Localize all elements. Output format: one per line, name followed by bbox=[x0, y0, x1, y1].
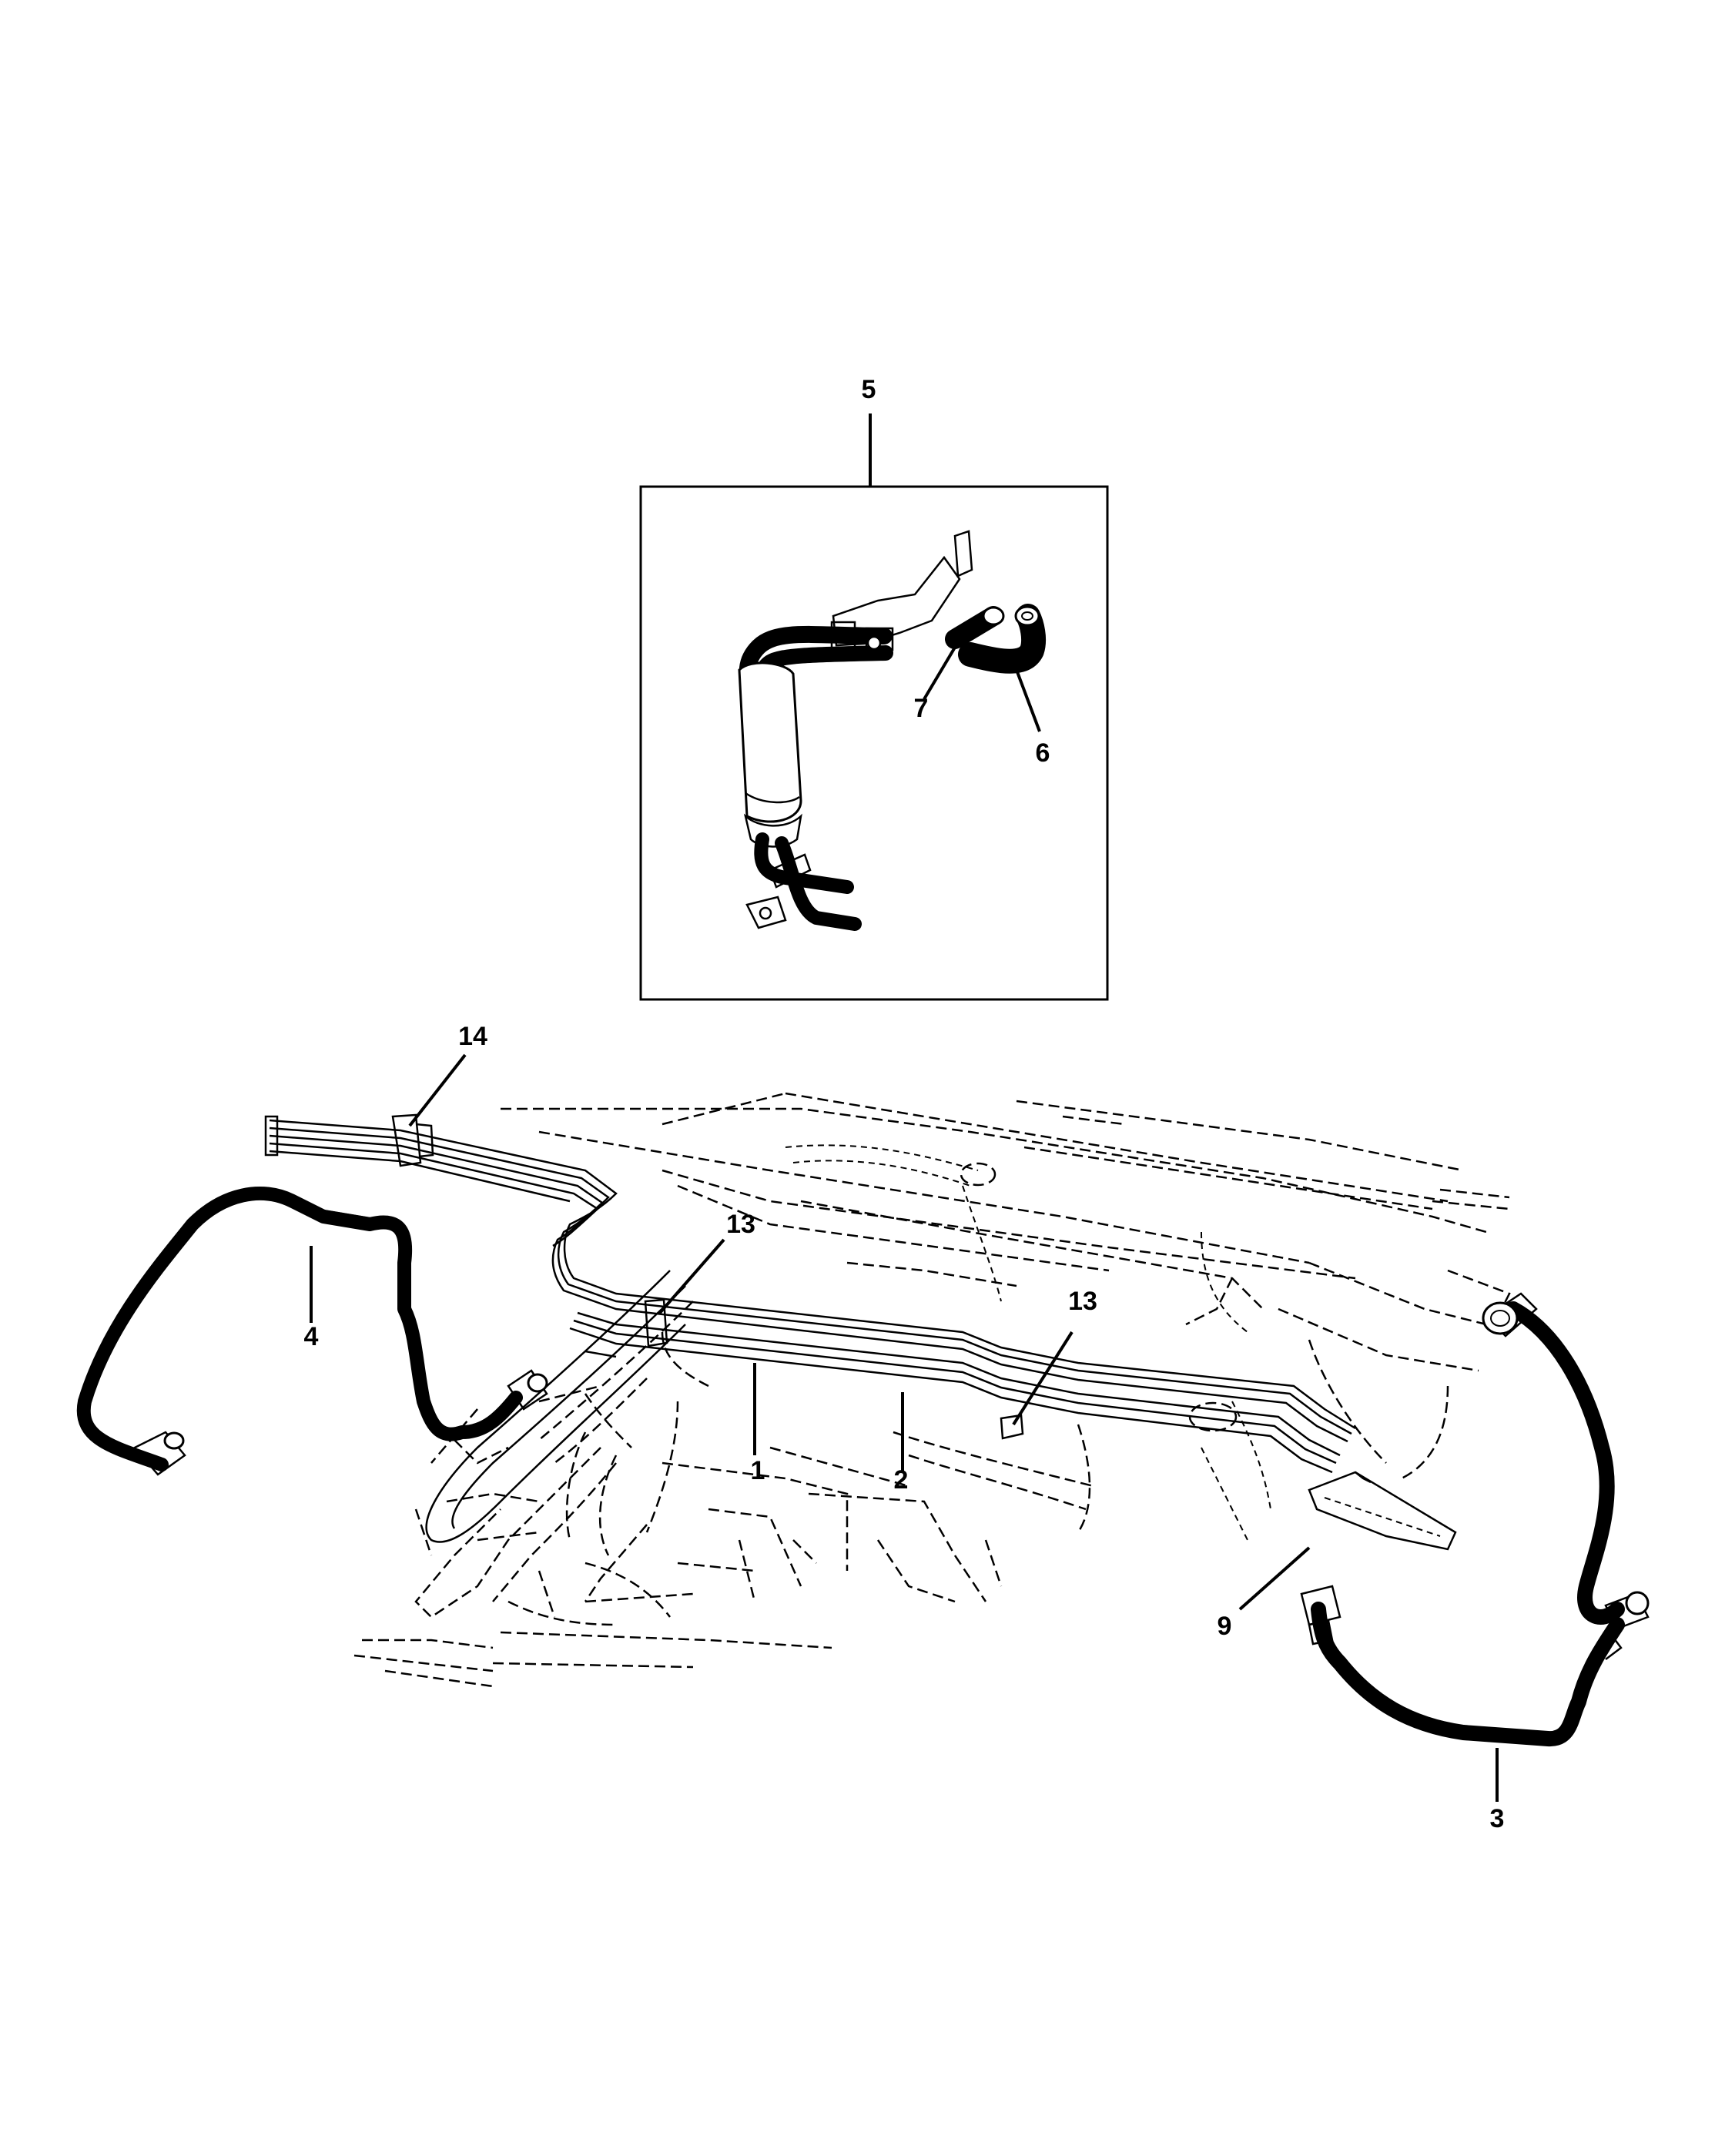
detail-inset bbox=[639, 413, 1109, 1001]
fuel-tube-3 bbox=[1300, 1292, 1650, 1746]
callout-6: 6 bbox=[1036, 738, 1050, 768]
leader-7 bbox=[923, 641, 960, 701]
callout-13-left: 13 bbox=[726, 1210, 755, 1239]
inset-frame bbox=[639, 485, 1109, 1001]
callout-7: 7 bbox=[914, 694, 929, 723]
bracket-9 bbox=[1308, 1471, 1457, 1551]
callout-3: 3 bbox=[1490, 1804, 1505, 1833]
leader-13-right bbox=[1012, 1331, 1074, 1426]
callout-2: 2 bbox=[894, 1465, 909, 1495]
leader-9 bbox=[1238, 1546, 1311, 1611]
fuel-tube-bundle bbox=[264, 1113, 1457, 1551]
leader-13-left bbox=[658, 1238, 725, 1315]
clip-13-right bbox=[1000, 1414, 1024, 1440]
callout-14: 14 bbox=[458, 1022, 487, 1051]
clip-13-left bbox=[644, 1298, 668, 1348]
callout-9: 9 bbox=[1218, 1612, 1232, 1641]
callout-5: 5 bbox=[862, 375, 876, 404]
clip-14 bbox=[391, 1113, 422, 1167]
inset-sleeve bbox=[738, 661, 802, 823]
leader-14 bbox=[408, 1053, 467, 1127]
callout-13-right: 13 bbox=[1068, 1287, 1097, 1316]
floor-pan-outline bbox=[353, 1092, 1511, 1688]
inset-tube-assembly bbox=[738, 604, 1047, 931]
fuel-tube-4 bbox=[76, 1187, 548, 1476]
inset-flange bbox=[745, 896, 787, 929]
callout-4: 4 bbox=[304, 1322, 319, 1351]
callout-1: 1 bbox=[751, 1456, 765, 1485]
leader-6 bbox=[1015, 669, 1041, 732]
